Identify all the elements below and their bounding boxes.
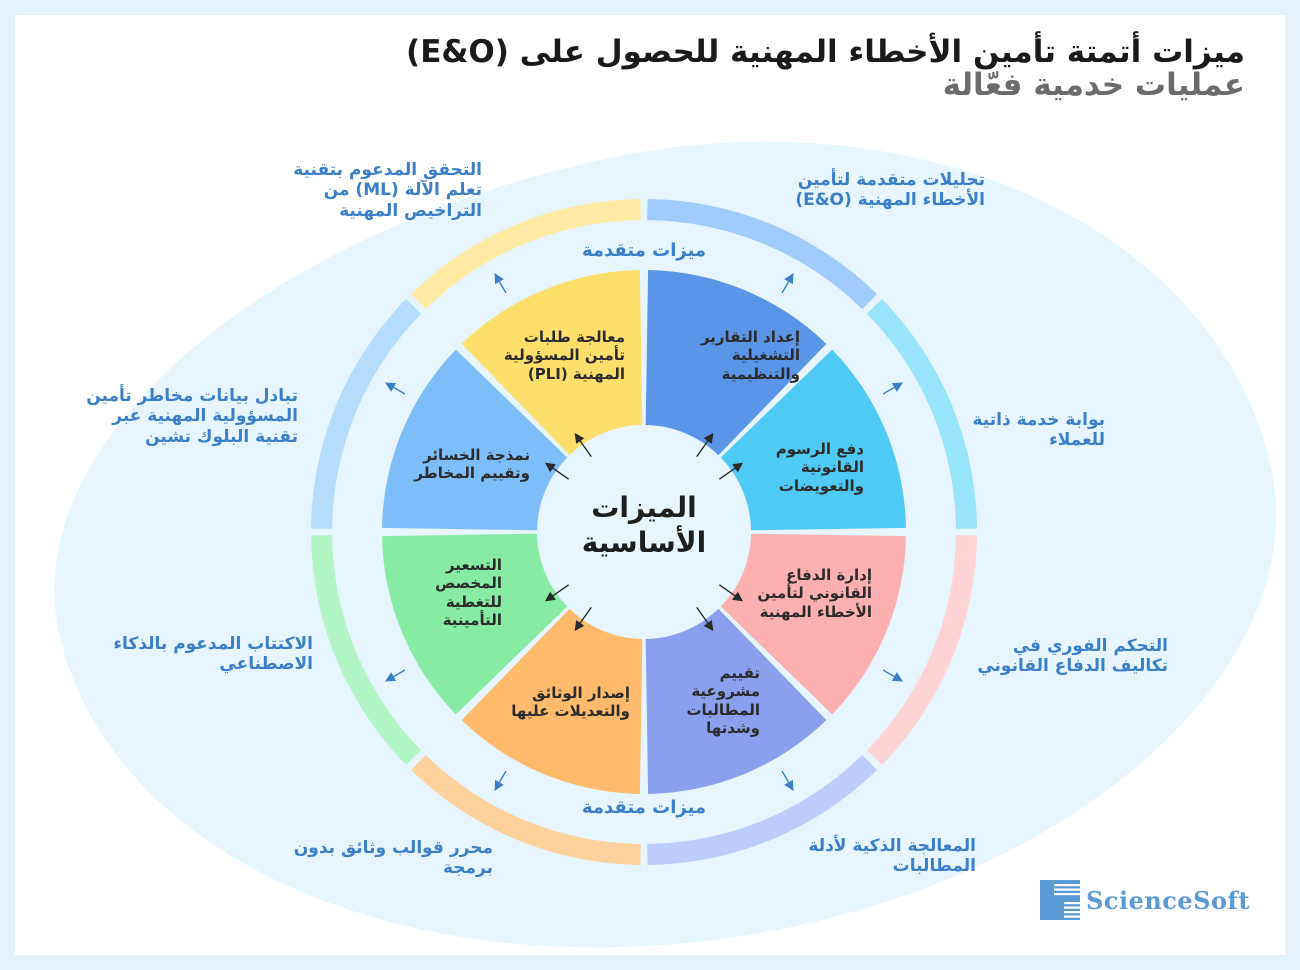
advanced-ring-segment-blockchain (311, 299, 422, 529)
arrow-icon-core-claims-eval (696, 606, 714, 632)
core-sector-pricing (382, 533, 573, 715)
arrow-icon-advanced-ml-verification (494, 273, 507, 294)
advanced-feature-ml-verification: التحقق المدعوم بتقنية تعلم الآلة (ML) من… (293, 160, 482, 221)
core-sector-reporting (645, 270, 827, 461)
core-feature-fees: دفع الرسوم القانونية والتعويضات (775, 440, 864, 495)
core-sector-pli-claims (461, 270, 643, 461)
core-feature-loss-modeling: نمذجة الخسائر وتقييم المخاطر (414, 446, 530, 483)
title-line-2: عمليات خدمية فعّالة (942, 67, 1245, 104)
advanced-ring-label-top: ميزات متقدمة (581, 240, 707, 261)
arrow-icon-core-reporting (696, 432, 714, 458)
core-features-title: الميزات الأساسية (581, 491, 707, 559)
sciencesoft-logo-text: ScienceSoft (1086, 885, 1250, 915)
core-feature-reporting: إعداد التقارير التشغيلية والتنظيمية (700, 328, 800, 383)
sciencesoft-logo: ScienceSoft (1040, 880, 1250, 920)
advanced-ring-segment-evidence (647, 754, 877, 865)
page-title: ميزات أتمتة تأمين الأخطاء المهنية للحصول… (406, 34, 1245, 104)
arrow-icon-advanced-blockchain (385, 382, 406, 395)
advanced-feature-cost-control: التحكم الفوري في تكاليف الدفاع القانوني (977, 636, 1168, 677)
core-sector-defense (715, 533, 906, 715)
core-feature-pli-claims: معالجة طلبات تأمين المسؤولية المهنية (PL… (503, 328, 625, 383)
core-circle (537, 425, 751, 639)
core-sector-claims-eval (645, 603, 827, 794)
arrow-icon-advanced-ai-underwriting (385, 669, 406, 682)
core-feature-pricing: التسعير المخصص للتغطية التأمينية (435, 556, 502, 629)
advanced-ring-segment-cost-control (866, 535, 977, 765)
title-line-1: ميزات أتمتة تأمين الأخطاء المهنية للحصول… (406, 34, 1245, 70)
core-sector-loss-modeling (382, 349, 573, 531)
arrow-icon-advanced-evidence (781, 770, 794, 791)
arrow-icon-core-fees (718, 462, 744, 480)
arrow-icon-core-policy-issue (574, 606, 592, 632)
advanced-feature-ai-underwriting: الاكتتاب المدعوم بالذكاء الاصطناعي (113, 634, 313, 675)
core-features-pie (382, 270, 906, 794)
advanced-feature-template-editor: محرر قوالب وثائق بدون برمجة (293, 838, 493, 879)
advanced-ring-segment-analytics (647, 199, 877, 310)
sciencesoft-logo-icon (1040, 880, 1080, 920)
advanced-feature-portal: بوابة خدمة ذاتية للعملاء (972, 410, 1106, 451)
core-sector-policy-issue (461, 603, 643, 794)
arrow-icon-advanced-template-editor (494, 770, 507, 791)
advanced-feature-analytics: تحليلات متقدمة لتأمين الأخطاء المهنية (E… (795, 170, 985, 211)
arrows (385, 273, 903, 791)
arrow-icon-core-loss-modeling (544, 462, 570, 480)
advanced-features-ring (311, 199, 977, 865)
arrow-icon-core-pli-claims (574, 432, 592, 458)
arrow-icon-advanced-portal (882, 382, 903, 395)
advanced-feature-evidence: المعالجة الذكية لأدلة المطالبات (808, 836, 976, 877)
core-feature-policy-issuance: إصدار الوثائق والتعديلات عليها (511, 684, 630, 721)
advanced-ring-label-bottom: ميزات متقدمة (581, 797, 707, 818)
arrow-icon-core-defense (718, 584, 744, 602)
advanced-feature-blockchain: تبادل بيانات مخاطر تأمين المسؤولية المهن… (86, 386, 298, 447)
arrow-icon-core-pricing (544, 584, 570, 602)
advanced-ring-segment-template-editor (411, 754, 641, 865)
advanced-ring-segment-portal (866, 299, 977, 529)
arrow-icon-advanced-analytics (781, 273, 794, 294)
advanced-ring-segment-ai-underwriting (311, 535, 422, 765)
core-feature-claims-evaluation: تقييم مشروعية المطالبات وشدتها (686, 664, 760, 737)
core-sector-fees (715, 349, 906, 531)
arrow-icon-advanced-cost-control (882, 669, 903, 682)
advanced-ring-segment-ml-verification (411, 199, 641, 310)
core-feature-defense: إدارة الدفاع القانوني لتأمين الأخطاء الم… (757, 566, 872, 621)
